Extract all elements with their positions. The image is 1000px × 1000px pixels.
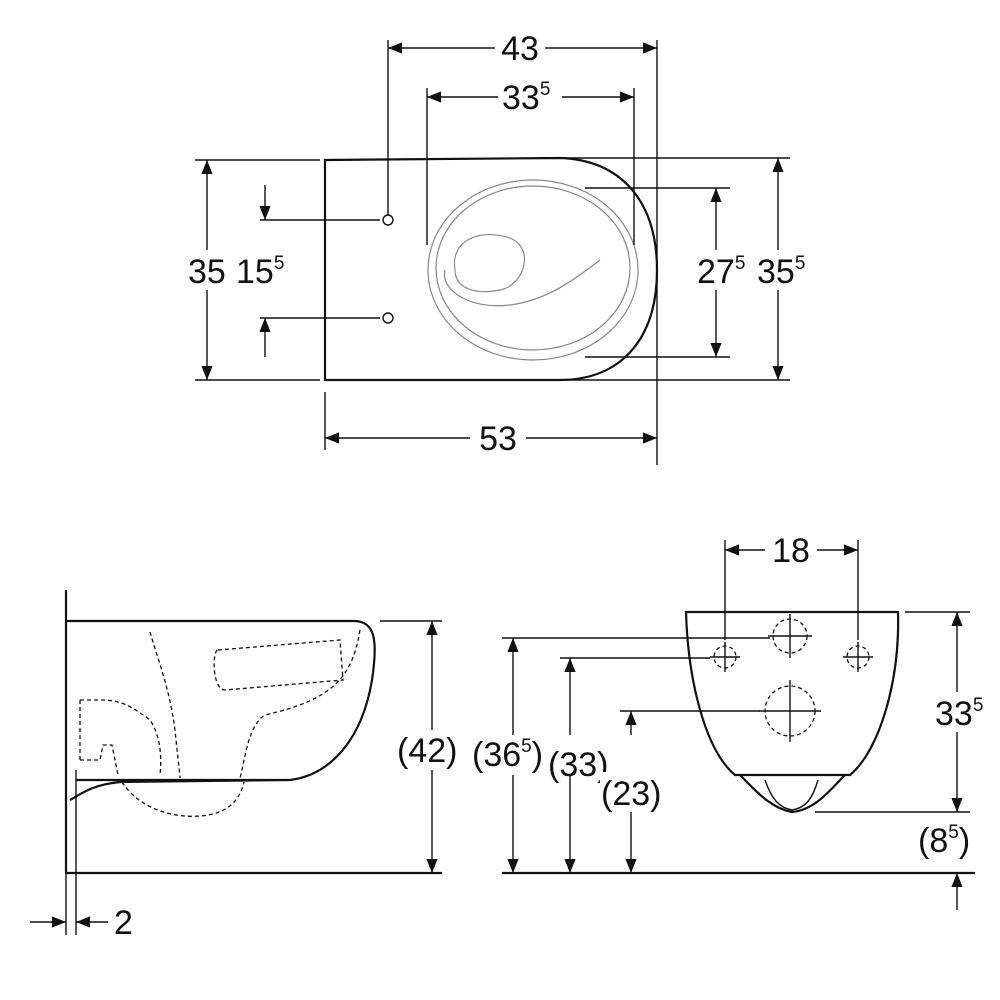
dim-height-drain: (23)	[601, 775, 661, 813]
fixing-hole	[382, 214, 394, 226]
dim-depth-left: 35	[188, 253, 226, 291]
dim-body-height: 335	[935, 695, 983, 733]
dim-fixing-spacing: 155	[236, 253, 284, 291]
dim-height-upper-fixing: (33)	[548, 746, 608, 784]
side-view: (42) 2	[30, 590, 465, 942]
bowl-inner	[435, 185, 631, 351]
dim-width-outer: 43	[501, 30, 539, 68]
dim-bowl-depth: 275	[697, 253, 745, 291]
dim-length: 53	[479, 420, 517, 458]
dim-floor-gap: (85)	[918, 822, 970, 860]
toilet-outline-front	[684, 610, 900, 814]
bowl-rim	[427, 179, 639, 361]
toilet-outline-side	[66, 619, 376, 801]
dim-width-bowl: 335	[502, 79, 550, 117]
fixing-hole	[382, 312, 394, 324]
dim-depth-right: 355	[757, 253, 805, 291]
bowl-swirl	[443, 234, 601, 307]
dim-fixing-width: 18	[772, 532, 810, 570]
extension-lines	[502, 540, 970, 813]
front-view: 18 (365) (33) (23) 335 (85)	[472, 528, 994, 910]
hidden-trap	[79, 629, 361, 817]
extension-lines	[195, 40, 790, 465]
toilet-outline-top	[323, 156, 659, 382]
dim-height-top: (365)	[472, 736, 543, 774]
dim-height: (42)	[397, 732, 457, 770]
dim-wall-gap: 2	[114, 904, 133, 942]
top-view: 43 335 35 155 275 355 53	[186, 25, 813, 465]
bowl-outlet	[764, 779, 819, 811]
